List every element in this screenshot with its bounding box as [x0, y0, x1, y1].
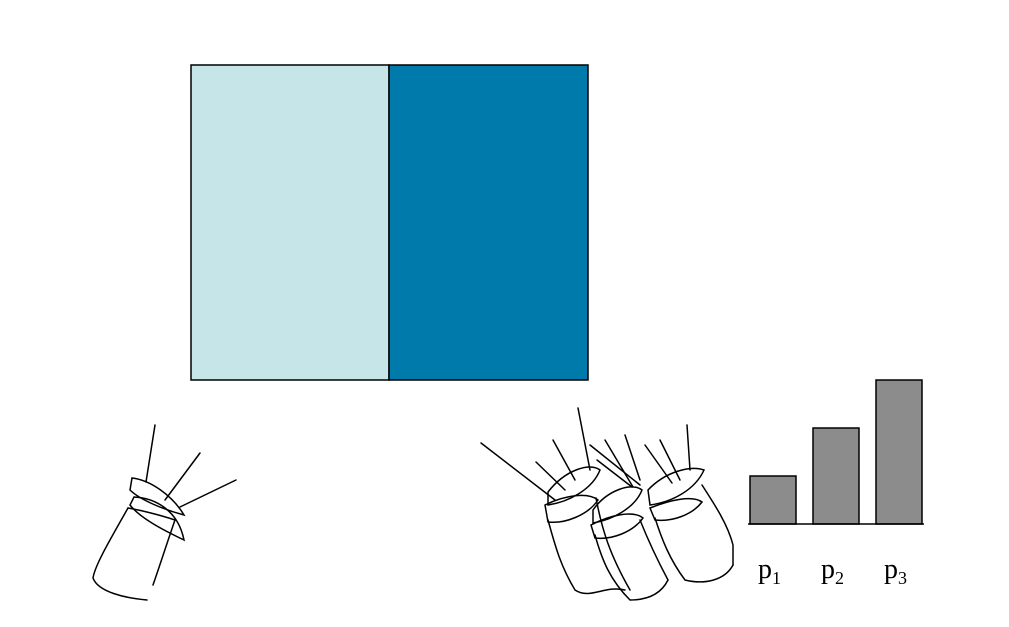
- bar-p1: [749, 475, 797, 525]
- bar-label-p1: p1: [758, 554, 781, 588]
- panel-right-region: [388, 64, 589, 381]
- bar-chart-labels: p1 p2 p3: [758, 554, 907, 588]
- bar-p2: [812, 427, 860, 525]
- bar-label-p2: p2: [821, 554, 844, 588]
- camera-cluster-sketch-icon: [480, 407, 734, 601]
- bar-p3: [875, 379, 923, 525]
- panel-left-region: [190, 64, 390, 381]
- bar-label-p3: p3: [884, 554, 907, 588]
- bar-chart: [748, 379, 924, 525]
- camera-sketch-icon: [92, 424, 237, 601]
